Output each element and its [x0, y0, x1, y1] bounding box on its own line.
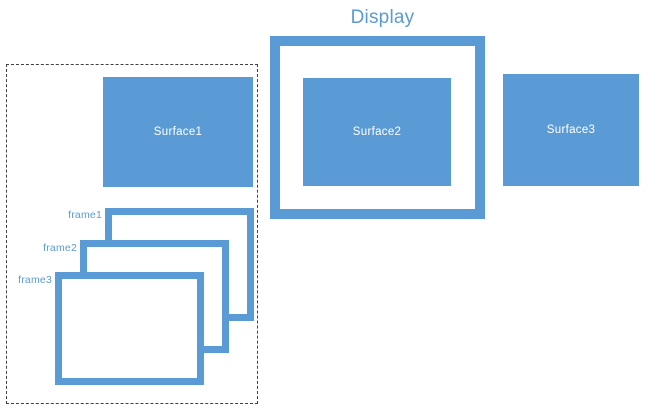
client-region-dashed-box	[6, 64, 258, 404]
page-title-text: Display	[350, 7, 415, 28]
frame3-rect[interactable]	[55, 272, 204, 385]
surface3-label: Surface3	[546, 124, 596, 136]
frame2-label: frame2	[43, 242, 77, 254]
page-title: Display	[0, 7, 649, 29]
surface2-label: Surface2	[352, 126, 402, 138]
frame3-label: frame3	[18, 274, 52, 286]
surface2-rect[interactable]: Surface2	[303, 78, 451, 186]
surface3-rect[interactable]: Surface3	[503, 74, 639, 186]
surface1-label: Surface1	[153, 126, 203, 138]
surface1-rect[interactable]: Surface1	[103, 77, 253, 187]
frame1-label: frame1	[68, 209, 102, 221]
